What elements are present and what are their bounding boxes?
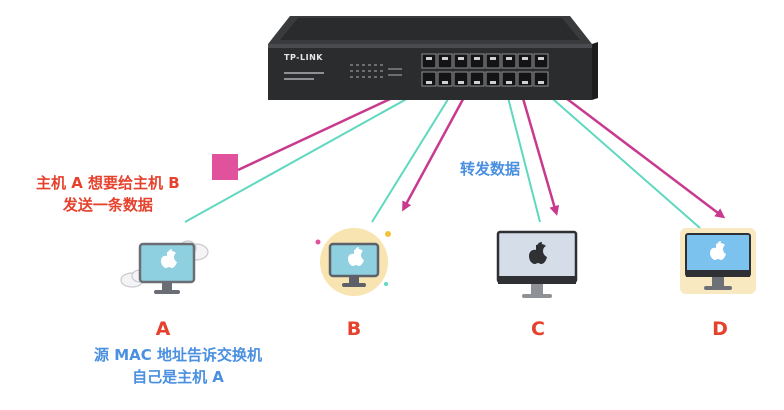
host-d xyxy=(676,226,760,304)
host-c-label: C xyxy=(531,318,545,340)
forward-arrow-c xyxy=(518,87,560,216)
caption-learn-line2: 自己是主机 A xyxy=(132,368,224,386)
switch-brand-label: TP-LINK xyxy=(284,53,323,62)
link-d-switch xyxy=(537,85,701,229)
caption-forward: 转发数据 xyxy=(460,160,521,178)
host-c xyxy=(496,230,578,302)
switch-body xyxy=(268,16,598,100)
host-b xyxy=(312,222,396,302)
host-b-label: B xyxy=(346,318,362,340)
mac-monitor-icon xyxy=(496,230,578,298)
host-d-label: D xyxy=(712,318,728,340)
forward-arrow-b xyxy=(402,89,470,212)
network-switch: TP-LINK xyxy=(262,6,602,108)
caption-learn-line1: 源 MAC 地址告诉交换机 xyxy=(94,346,262,364)
host-a-label: A xyxy=(155,318,171,340)
caption-sender: 主机 A 想要给主机 B 发送一条数据 xyxy=(36,172,180,216)
caption-sender-line2: 发送一条数据 xyxy=(62,196,153,214)
data-packet xyxy=(212,154,238,180)
caption-learn: 源 MAC 地址告诉交换机 自己是主机 A xyxy=(68,344,288,388)
link-b-switch xyxy=(371,87,456,223)
caption-sender-line1: 主机 A 想要给主机 B xyxy=(36,174,180,192)
computer-cloud-icon xyxy=(120,240,209,294)
link-c-switch xyxy=(504,85,541,223)
mac-monitor-icon xyxy=(680,228,756,294)
forward-arrow-d xyxy=(549,85,726,219)
host-a xyxy=(118,228,214,300)
link-a-switch xyxy=(184,85,431,223)
computer-sun-icon xyxy=(315,228,391,296)
